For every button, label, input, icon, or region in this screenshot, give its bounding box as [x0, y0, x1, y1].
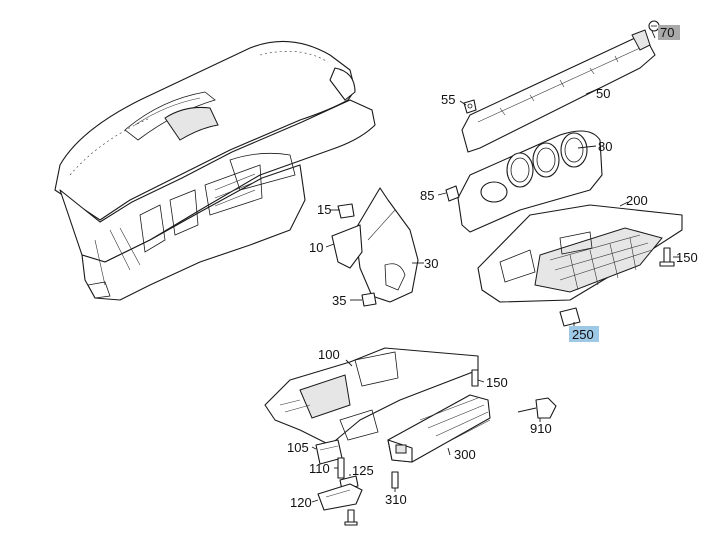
- trim-strip-50: [461, 29, 656, 153]
- cover-250: [559, 307, 581, 327]
- callout-300: 300: [454, 447, 476, 462]
- bracket-100: [264, 347, 479, 446]
- callout-310: 310: [385, 492, 407, 507]
- highlight-70: [658, 25, 680, 40]
- trim-panel-30: [354, 187, 419, 303]
- vent-panel-80: [457, 130, 603, 233]
- callout-110: 110: [309, 461, 330, 476]
- clip-55: [463, 99, 477, 114]
- trim-piece-10: [331, 224, 363, 269]
- callout-100: 100: [318, 347, 340, 362]
- callouts: 70 55 50 80 85 15 10 30 35 200 150 250 1…: [287, 25, 698, 510]
- callout-10: 10: [309, 240, 323, 255]
- callout-250: 250: [572, 327, 594, 342]
- callout-200: 200: [626, 193, 648, 208]
- screw-310: [391, 471, 399, 489]
- callout-105: 105: [287, 440, 309, 455]
- storage-tray-200: [477, 204, 683, 303]
- clip-15: [337, 203, 355, 219]
- callout-80: 80: [598, 139, 612, 154]
- callout-120: 120: [290, 495, 312, 510]
- callout-150-upper: 150: [676, 250, 698, 265]
- callout-85: 85: [420, 188, 434, 203]
- module-300: [387, 394, 491, 463]
- connector-910: [535, 397, 557, 419]
- callout-150-lower: 150: [486, 375, 508, 390]
- dashboard-assembly: [54, 40, 376, 301]
- screw-bottom: [344, 509, 358, 526]
- callout-910: 910: [530, 421, 552, 436]
- callout-35: 35: [332, 293, 346, 308]
- screw-70: [648, 20, 660, 32]
- highlight-250: [569, 326, 599, 342]
- callout-15: 15: [317, 202, 331, 217]
- clip-35: [361, 292, 377, 307]
- screw-150-upper: [659, 247, 675, 267]
- holder-120: [317, 483, 363, 511]
- callout-30: 30: [424, 256, 438, 271]
- callout-50: 50: [596, 86, 610, 101]
- callout-70: 70: [660, 25, 674, 40]
- callout-125: 125: [352, 463, 374, 478]
- screw-150-lower: [471, 369, 479, 387]
- callout-55: 55: [441, 92, 455, 107]
- screw-110: [337, 457, 345, 479]
- clip-85: [445, 185, 460, 202]
